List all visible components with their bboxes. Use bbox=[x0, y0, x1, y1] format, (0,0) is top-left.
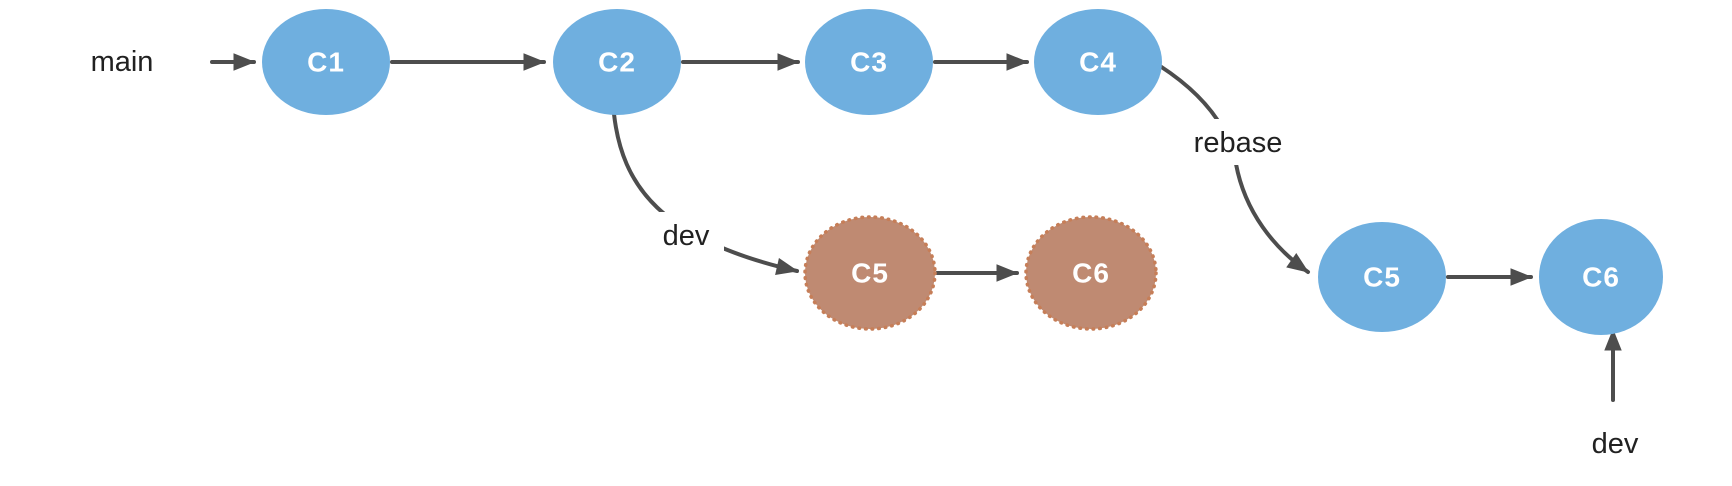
commit-label-c5-old: C5 bbox=[851, 258, 889, 289]
commit-node-c6-new: C6 bbox=[1539, 219, 1663, 335]
edge-c4-to-c5-new bbox=[1158, 64, 1310, 274]
commit-circle-c2 bbox=[553, 9, 681, 115]
commit-node-c6-old: C6 bbox=[1024, 215, 1158, 331]
commit-node-c3: C3 bbox=[805, 9, 933, 115]
commit-node-c2: C2 bbox=[553, 9, 681, 115]
commit-circle-c6-new bbox=[1539, 219, 1663, 335]
commit-circle-c5-new bbox=[1318, 222, 1446, 332]
commit-label-c6-new: C6 bbox=[1582, 262, 1620, 293]
commit-label-c4: C4 bbox=[1079, 47, 1117, 78]
commit-circle-c5-old bbox=[803, 215, 937, 331]
commit-label-c2: C2 bbox=[598, 47, 636, 78]
commit-label-c3: C3 bbox=[850, 47, 888, 78]
commit-circle-c6-old bbox=[1024, 215, 1158, 331]
rebase-action-label: rebase bbox=[1194, 127, 1283, 159]
commit-node-c1: C1 bbox=[262, 9, 390, 115]
commit-node-c5-new: C5 bbox=[1318, 222, 1446, 332]
commit-node-c4: C4 bbox=[1034, 9, 1162, 115]
main-branch-label: main bbox=[91, 46, 154, 78]
commit-node-c5-old: C5 bbox=[803, 215, 937, 331]
commit-circle-c1 bbox=[262, 9, 390, 115]
commit-label-c1: C1 bbox=[307, 47, 345, 78]
dev-label-background bbox=[648, 212, 724, 258]
commit-circle-c3 bbox=[805, 9, 933, 115]
rebase-label-background bbox=[1181, 119, 1295, 165]
commit-label-c5-new: C5 bbox=[1363, 262, 1401, 293]
edge-c2-to-c5-old bbox=[612, 112, 799, 271]
dev-branch-label: dev bbox=[663, 220, 710, 252]
dev-branch-after-rebase-label: dev bbox=[1592, 428, 1639, 460]
commit-circle-c4 bbox=[1034, 9, 1162, 115]
commit-label-c6-old: C6 bbox=[1072, 258, 1110, 289]
